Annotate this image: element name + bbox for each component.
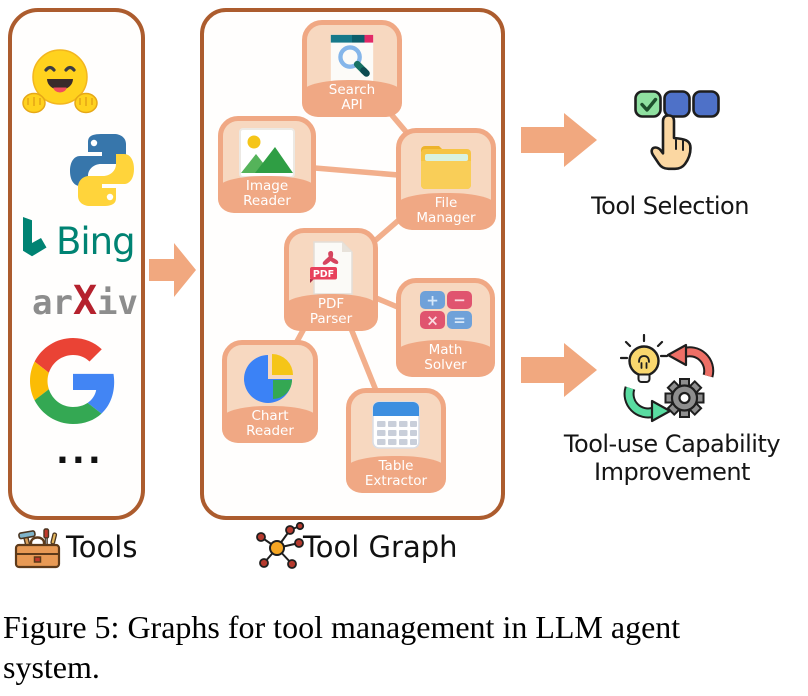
green-arrow-icon	[623, 386, 672, 423]
selection-arrow-icon	[521, 112, 598, 172]
browser-search-icon	[307, 32, 397, 84]
svg-text:PDF: PDF	[313, 269, 334, 280]
tool-graph-legend-label: Tool Graph	[303, 530, 458, 564]
arxiv-x: X	[72, 278, 98, 324]
caption-line-2: system.	[3, 648, 100, 685]
tool-use-capability-label: Tool-use Capability Improvement	[563, 430, 781, 486]
checkbox-row-icon	[634, 90, 720, 124]
svg-text:+: +	[426, 292, 439, 310]
google-icon	[30, 338, 116, 428]
pointing-hand-icon	[650, 112, 696, 182]
svg-text:−: −	[453, 291, 466, 309]
folder-icon	[401, 140, 491, 192]
tool-selection-label: Tool Selection	[591, 192, 749, 220]
python-icon	[66, 130, 138, 214]
pdf-file-icon: PDF	[289, 240, 373, 296]
gear-icon	[664, 378, 705, 418]
bing-label: Bing	[56, 219, 136, 263]
calculator-icon: + − × =	[401, 290, 490, 330]
tools-legend-label: Tools	[66, 530, 138, 564]
svg-text:×: ×	[426, 312, 439, 330]
tools-panel: Bing arXiv ...	[8, 8, 145, 520]
panel-arrow-icon	[149, 240, 197, 304]
table-icon	[351, 400, 441, 450]
bing-icon	[18, 215, 52, 267]
red-arrow-icon	[666, 343, 715, 378]
figure-caption: Figure 5: Graphs for tool management in …	[3, 608, 805, 687]
toolbox-icon	[14, 524, 62, 576]
svg-text:=: =	[453, 311, 466, 329]
bing-logo: Bing	[18, 215, 136, 267]
lightbulb-icon	[619, 333, 669, 383]
ellipsis-label: ...	[56, 432, 104, 472]
arxiv-text-pre: ar	[32, 283, 73, 323]
huggingface-icon	[22, 46, 98, 120]
arxiv-logo: arXiv	[32, 278, 138, 324]
bulb-gear-cycle-icon	[619, 333, 716, 432]
tool-graph-icon	[255, 521, 305, 576]
caption-line-1: Figure 5: Graphs for tool management in …	[3, 609, 681, 645]
pie-chart-icon	[227, 352, 313, 406]
improvement-arrow-icon	[521, 342, 598, 402]
image-icon	[223, 128, 311, 178]
arxiv-text-post: iv	[97, 283, 138, 323]
